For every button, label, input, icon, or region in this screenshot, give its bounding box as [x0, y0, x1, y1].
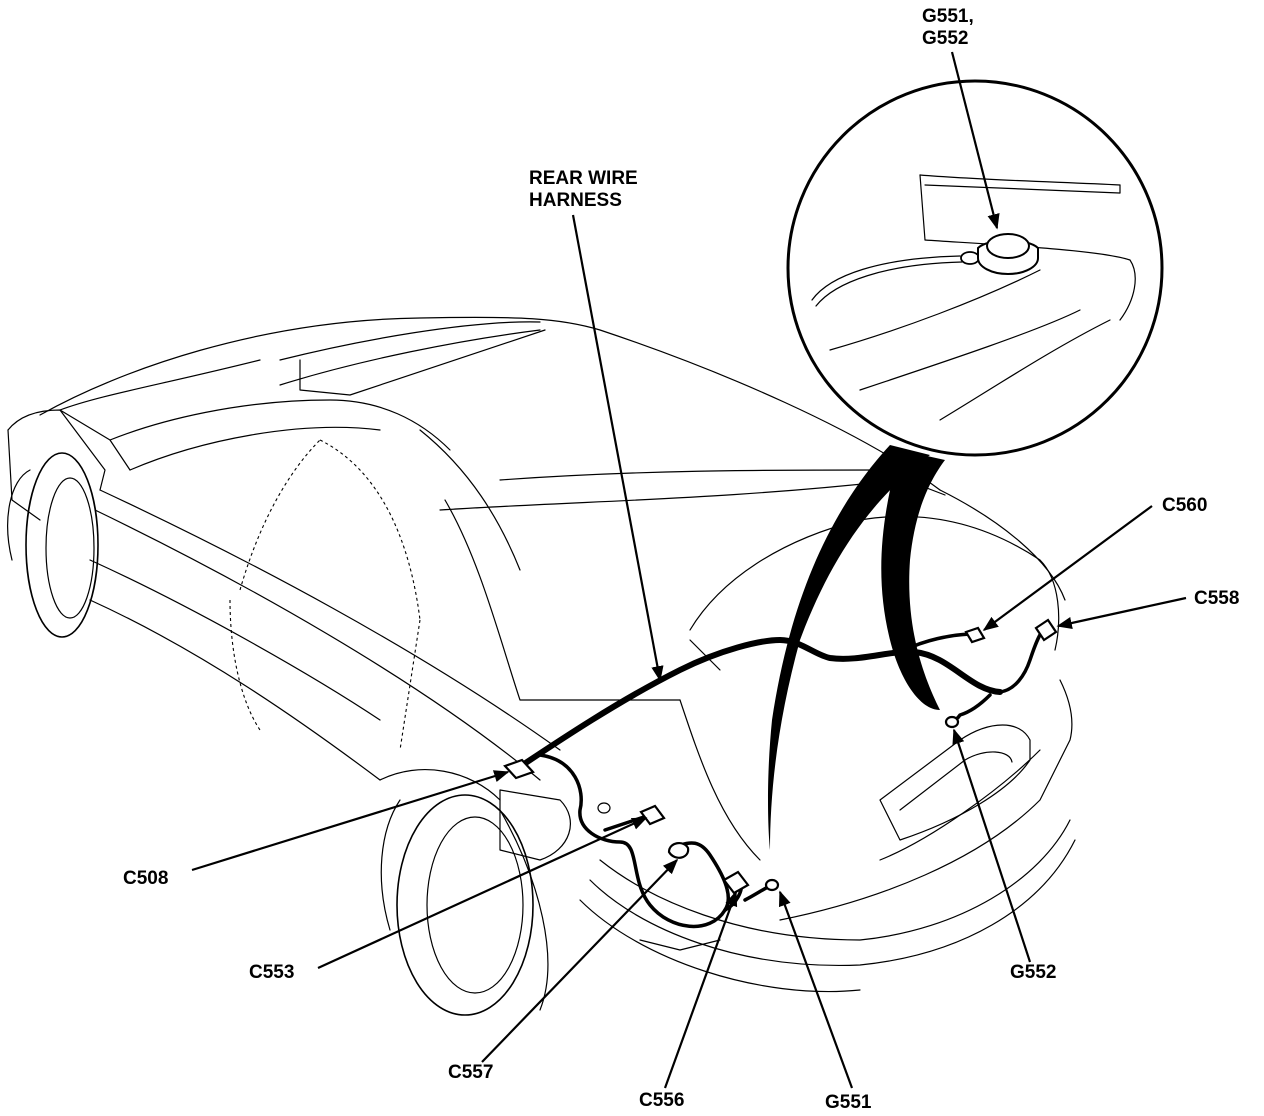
terminal-g551: [764, 878, 780, 892]
rear-wire-harness: [512, 626, 1047, 929]
label-c556: C556: [639, 1090, 685, 1111]
terminal-g552: [944, 715, 960, 729]
label-c560: C560: [1162, 495, 1208, 516]
car-body: [7, 316, 1076, 1016]
label-c557: C557: [448, 1062, 494, 1083]
connector-c508: [503, 758, 535, 780]
label-g551: G551: [825, 1092, 872, 1113]
connector-c560: [964, 626, 986, 644]
label-c558: C558: [1194, 588, 1240, 609]
connectors: [503, 618, 1058, 895]
detail-cone: [768, 445, 945, 850]
connector-c553: [639, 804, 666, 826]
ground-detail-magnifier: [786, 79, 1164, 457]
label-rear-wire-harness: REAR WIRE HARNESS: [529, 168, 638, 211]
label-c553: C553: [249, 962, 295, 983]
label-g552: G552: [1010, 962, 1057, 983]
label-c508: C508: [123, 868, 169, 889]
connector-c556: [722, 870, 750, 895]
connector-c558: [1034, 618, 1058, 642]
leader-lines: [191, 51, 1187, 1089]
connector-c557: [667, 842, 690, 859]
label-g551-g552: G551, G552: [922, 6, 974, 49]
